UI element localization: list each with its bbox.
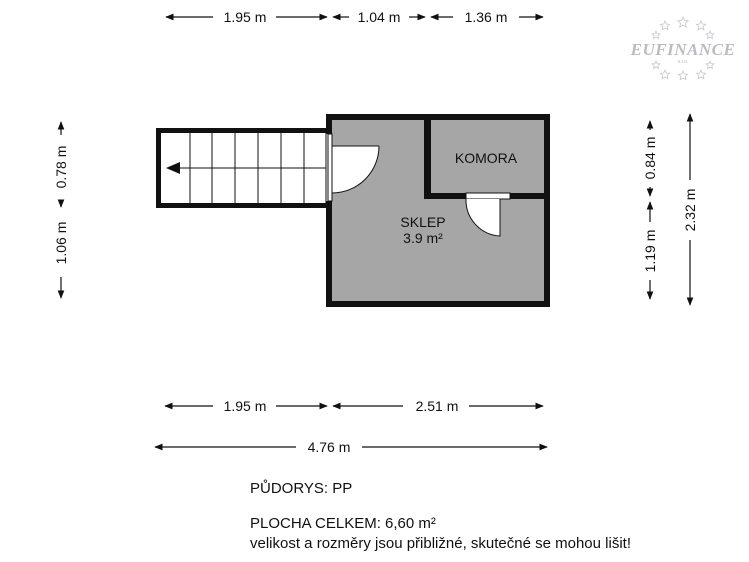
stair-direction-arrow-icon	[166, 162, 180, 174]
dim-top-1: 1.95 m	[224, 9, 267, 25]
total-area: PLOCHA CELKEM: 6,60 m²	[250, 515, 436, 532]
dim-bottom-1: 1.95 m	[224, 398, 267, 414]
dim-right-upper: 0.84 m	[642, 137, 658, 180]
door-stair	[327, 133, 380, 202]
disclaimer-note: velikost a rozměry jsou přibližné, skute…	[250, 535, 631, 552]
brand-name: EUFINANCE	[630, 40, 736, 59]
room-label-komora: KOMORA	[455, 150, 518, 166]
dim-top-3: 1.36 m	[465, 9, 508, 25]
brand-sub: s.r.o.	[678, 59, 689, 65]
dim-bottom-total: 4.76 m	[308, 439, 351, 455]
wall-komora-left	[424, 114, 431, 199]
rooms	[160, 118, 545, 303]
dimension-bottom	[154, 402, 548, 451]
komora-floor	[428, 120, 544, 196]
wall-stair-bottom	[156, 203, 332, 208]
wall-left-lower	[326, 201, 332, 307]
wall-komora-bottom-right	[510, 193, 550, 199]
dimension-right	[646, 113, 694, 306]
dim-bottom-2: 2.51 m	[416, 398, 459, 414]
star-ring-icon	[651, 15, 715, 80]
walls	[156, 114, 550, 307]
dim-right-total: 2.32 m	[682, 189, 698, 232]
room-area-sklep: 3.9 m²	[403, 230, 443, 246]
dim-top-2: 1.04 m	[358, 9, 401, 25]
wall-stair-left	[156, 128, 161, 208]
wall-stair-top	[156, 128, 332, 133]
eufinance-logo: EUFINANCE s.r.o.	[630, 15, 736, 80]
wall-top	[326, 114, 550, 120]
stairs	[168, 133, 327, 203]
wall-komora-bottom-left	[424, 193, 466, 199]
dim-right-lower: 1.19 m	[642, 230, 658, 273]
floor-title: PŮDORYS: PP	[250, 480, 353, 497]
dim-left-inner: 0.78 m	[53, 146, 69, 189]
room-label-sklep: SKLEP	[400, 214, 445, 230]
wall-bottom	[326, 301, 550, 307]
wall-left-upper	[326, 114, 332, 134]
door-komora	[465, 192, 511, 237]
wall-right	[544, 114, 550, 307]
dim-left-outer: 1.06 m	[53, 222, 69, 265]
